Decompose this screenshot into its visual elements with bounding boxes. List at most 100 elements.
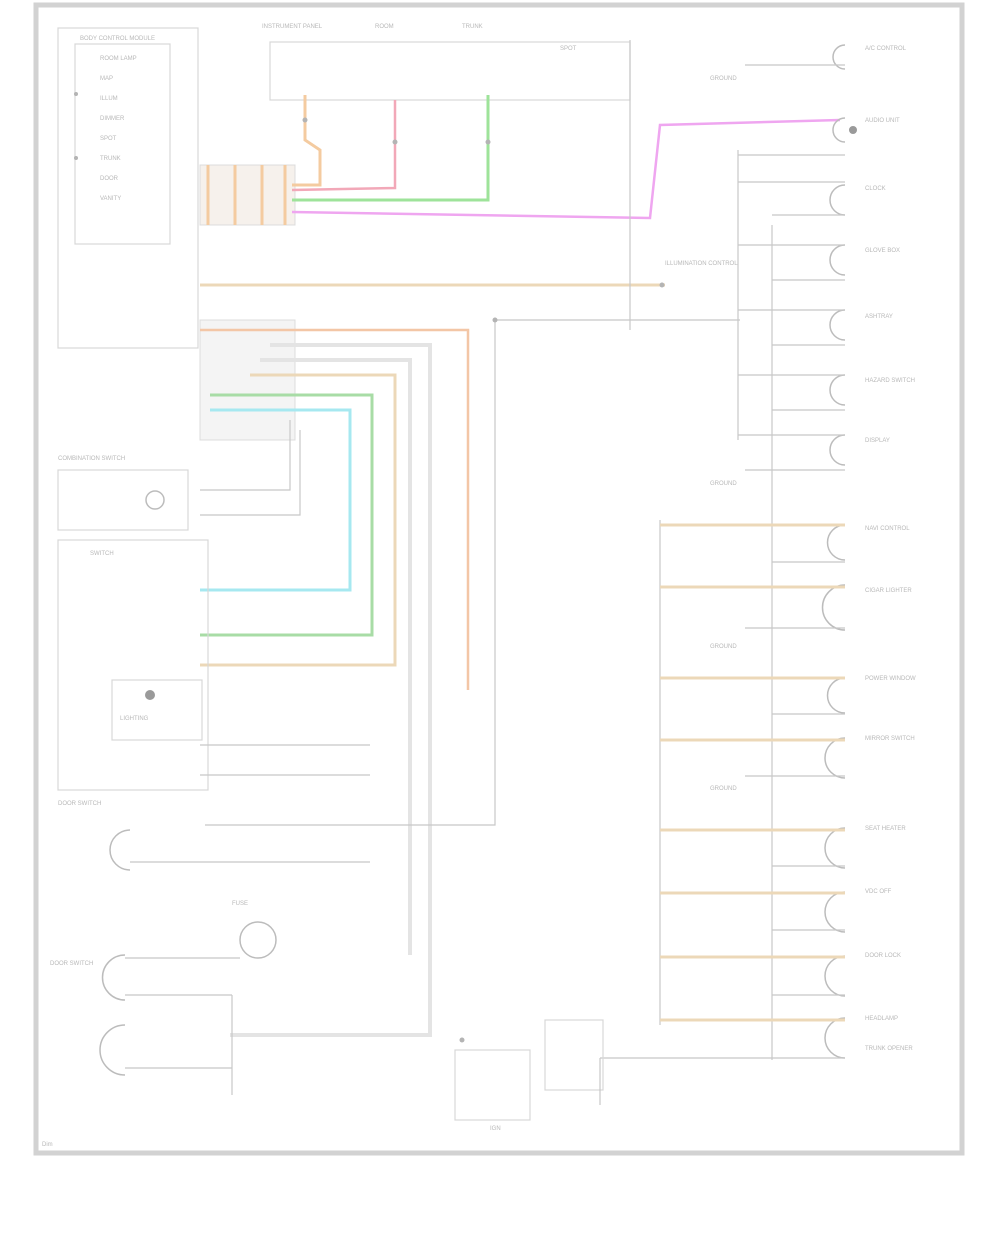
right-comp-2: AUDIO UNIT [865, 118, 900, 124]
ground-label-3: GROUND [710, 644, 737, 650]
right-components: A/C CONTROL AUDIO UNIT CLOCK GLOVE BOX A… [600, 44, 916, 1059]
right-header: ILLUMINATION CONTROL [665, 261, 738, 267]
lamp-symbol [829, 374, 846, 406]
junction-dot [659, 282, 665, 288]
lamp-symbol [826, 677, 846, 714]
middle-harness [199, 317, 740, 1037]
bottom-module-box [544, 1019, 604, 1091]
right-comp-8: NAVI CONTROL [865, 526, 910, 532]
wire-cyan-lower [200, 408, 352, 592]
wire-gray-drop [205, 320, 496, 826]
lower-left: DOOR SWITCH DOOR SWITCH FUSE [50, 801, 370, 1095]
door-switch-icon [99, 1024, 126, 1076]
wire-pink-drop [291, 100, 397, 192]
corner-label: Dim [42, 1142, 53, 1148]
module-dot [74, 92, 78, 96]
lamp-symbol [829, 309, 846, 341]
top-header-4: SPOT [560, 46, 577, 52]
left-pin-8: VANITY [100, 196, 121, 202]
left-sub-label-1: COMBINATION SWITCH [58, 456, 125, 462]
right-comp-16: TRUNK OPENER [865, 1046, 913, 1052]
right-comp-6: HAZARD SWITCH [865, 378, 915, 384]
top-header-3: TRUNK [462, 24, 483, 30]
wire-orange-drop [292, 95, 322, 187]
right-comp-12: SEAT HEATER [865, 826, 906, 832]
switch-icon [145, 490, 165, 510]
component-row: POWER WINDOW [660, 676, 916, 715]
left-pin-7: DOOR [100, 176, 119, 182]
lamp-symbol [824, 891, 846, 933]
wire-tan-lower [200, 373, 397, 667]
wire-green-lower [200, 393, 374, 637]
relay-icon [239, 921, 277, 959]
connector-block [199, 164, 296, 226]
left-module-box [57, 27, 199, 349]
junction-dot [459, 1037, 465, 1043]
lamp-symbol [826, 524, 846, 561]
wire-gray-short [200, 420, 291, 491]
left-pin-2: MAP [100, 76, 113, 82]
ground-label-1: GROUND [710, 76, 737, 82]
left-pin-4: DIMMER [100, 116, 125, 122]
component-row: GLOVE BOX [738, 244, 900, 281]
wire-gray-long [230, 343, 432, 1037]
bottom-label-2: DOOR SWITCH [50, 961, 93, 967]
top-header-1: INSTRUMENT PANEL [262, 24, 323, 30]
combo-switch-box [57, 469, 189, 531]
dimmer-box [111, 679, 203, 741]
junction-dot [302, 117, 308, 123]
lamp-symbol [821, 584, 846, 631]
bottom-label-1: DOOR SWITCH [58, 801, 101, 807]
lamp-symbol [824, 1017, 846, 1059]
right-comp-9: CIGAR LIGHTER [865, 588, 912, 594]
component-row: AUDIO UNIT [738, 117, 900, 156]
component-row: HEADLAMP [600, 1016, 898, 1059]
lamp-symbol [832, 117, 846, 143]
module-connector [199, 164, 296, 226]
ground-label-2: GROUND [710, 481, 737, 487]
bottom-center: IGN [454, 1019, 604, 1132]
right-comp-11: MIRROR SWITCH [865, 736, 915, 742]
junction-dot [492, 317, 498, 323]
component-row: HAZARD SWITCH [738, 374, 915, 411]
lamp-bulb-icon [849, 126, 857, 134]
component-row: SEAT HEATER [660, 826, 906, 869]
lamp-symbol [824, 827, 846, 869]
diagram-frame [33, 2, 965, 1156]
wire-green-drop [292, 95, 490, 202]
junction-dot [485, 139, 491, 145]
module-dot [74, 156, 78, 160]
harness-block [199, 319, 296, 441]
lamp-symbol [832, 44, 846, 70]
left-module-group: BODY CONTROL MODULE ROOM LAMP MAP ILLUM … [57, 27, 199, 349]
right-comp-13: VDC OFF [865, 889, 892, 895]
left-module-inner [74, 43, 171, 245]
lamp-symbol [829, 244, 846, 276]
right-comp-3: CLOCK [865, 186, 886, 192]
lamp-symbol [824, 955, 846, 997]
bottom-relay-box [454, 1049, 531, 1121]
right-comp-7: DISPLAY [865, 438, 890, 444]
wire-peach-long [200, 328, 470, 690]
junction-dot [392, 139, 398, 145]
door-switch-icon [109, 829, 131, 871]
wire-magenta-run [291, 118, 841, 220]
wire-gray-short-2 [200, 430, 301, 516]
left-pin-3: ILLUM [100, 96, 118, 102]
right-comp-1: A/C CONTROL [865, 46, 907, 52]
dimmer-knob-icon [145, 690, 155, 700]
door-switch-icon [101, 954, 126, 1001]
right-comp-10: POWER WINDOW [865, 676, 916, 682]
lamp-symbol [829, 184, 846, 216]
top-headers: INSTRUMENT PANEL ROOM TRUNK SPOT [262, 24, 631, 101]
left-components: COMBINATION SWITCH SWITCH LIGHTING [57, 456, 370, 791]
right-comp-14: DOOR LOCK [865, 953, 901, 959]
component-row: VDC OFF [660, 889, 892, 933]
right-comp-15: HEADLAMP [865, 1016, 898, 1022]
left-sub-label-2: SWITCH [90, 551, 114, 557]
component-row: NAVI CONTROL [660, 523, 910, 563]
left-module-label: BODY CONTROL MODULE [80, 36, 155, 42]
left-sub-label-3: LIGHTING [120, 716, 149, 722]
